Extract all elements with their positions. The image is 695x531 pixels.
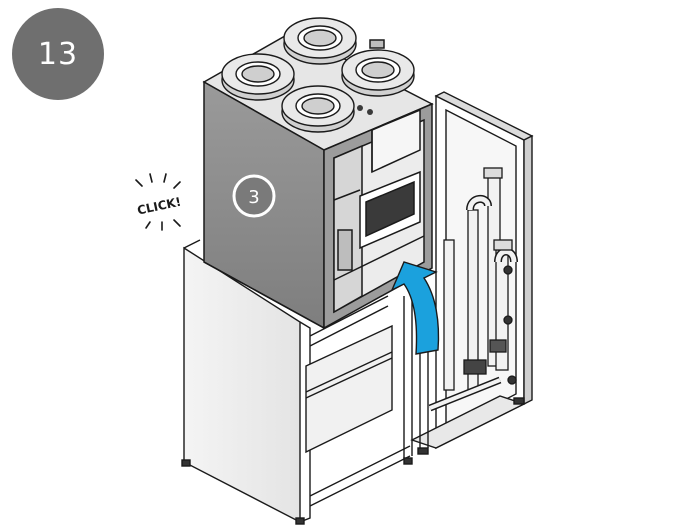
base-stand: [181, 239, 413, 525]
click-label: CLICK!: [136, 195, 182, 218]
duct-connection-ports: [221, 17, 415, 133]
callout-marker: 3: [232, 174, 276, 218]
duct-port-front: [281, 85, 355, 133]
duct-port-left: [221, 53, 295, 101]
click-burst-icon: [135, 173, 181, 231]
step-number: 13: [37, 36, 79, 72]
internal-pipework: [428, 167, 518, 412]
curved-up-arrow-icon: [390, 261, 440, 355]
step-number-badge: 13: [12, 8, 104, 100]
duct-port-right: [341, 49, 415, 97]
duct-port-rear: [283, 17, 357, 65]
callout-number: 3: [248, 187, 259, 208]
